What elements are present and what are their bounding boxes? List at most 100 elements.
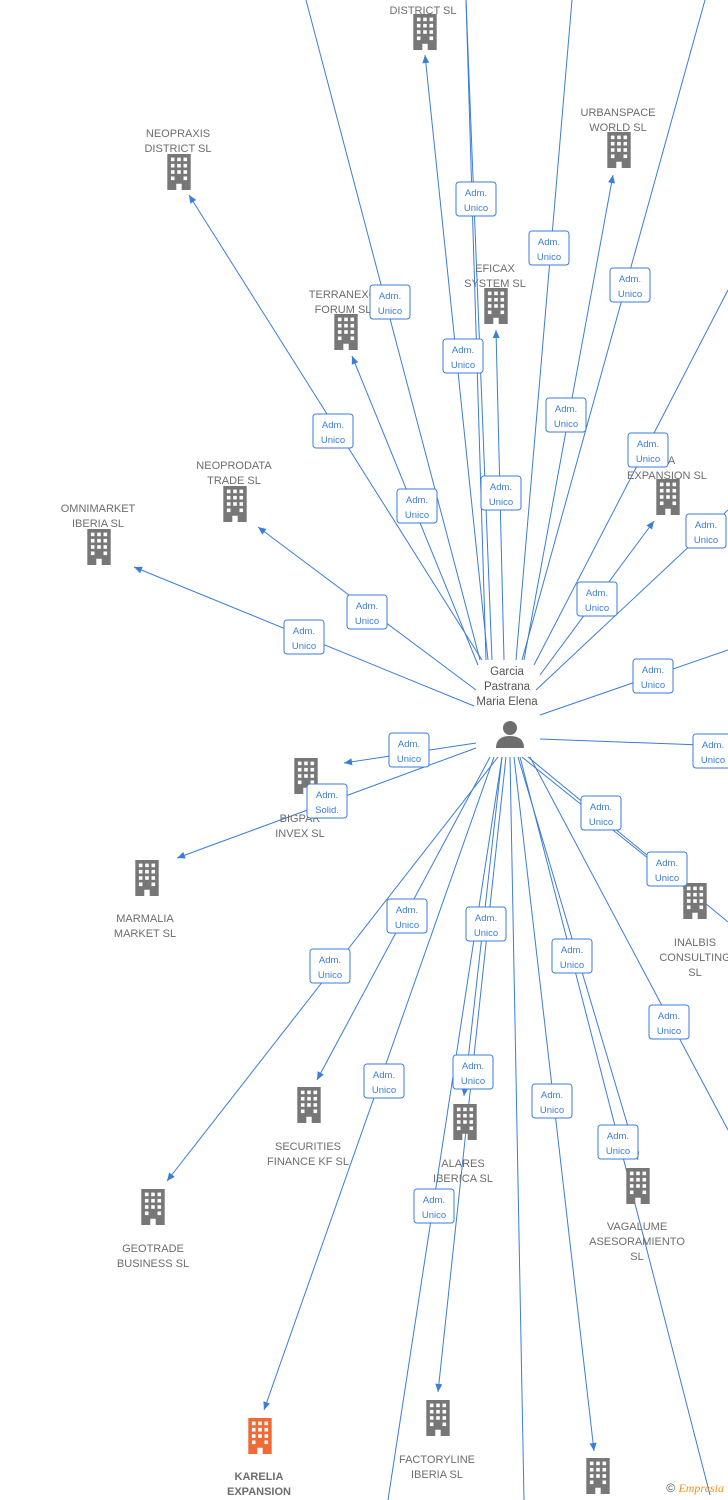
role-badge-frame: [306, 783, 348, 819]
role-badge-text: Unico: [589, 817, 613, 828]
edge-arrowhead: [317, 1071, 324, 1080]
role-badge[interactable]: Adm.Unico: [646, 851, 688, 887]
role-badge-text: Adm.: [316, 790, 338, 801]
node-label-line: KARELIA: [235, 1471, 284, 1483]
role-badge[interactable]: Adm.Unico: [609, 267, 651, 303]
role-badge-text: Unico: [474, 928, 498, 939]
node-label-line: FACTORYLINE: [399, 1454, 475, 1466]
role-badge[interactable]: Adm.Unico: [551, 938, 593, 974]
role-badge[interactable]: Adm.Unico: [309, 948, 351, 984]
role-badge-frame: [455, 181, 497, 217]
role-badge-text: Adm.: [462, 1061, 484, 1072]
role-badge[interactable]: Adm.Unico: [545, 397, 587, 433]
role-badge-text: Solid.: [315, 805, 339, 816]
role-badge[interactable]: Adm.Unico: [597, 1124, 639, 1160]
role-badge[interactable]: Adm.Unico: [346, 594, 388, 630]
building-icon[interactable]: [141, 1189, 165, 1225]
edge-line: [387, 756, 503, 1500]
role-badge-text: Adm.: [541, 1090, 563, 1101]
role-badge[interactable]: Adm. Unico: [580, 795, 622, 831]
node-label-line: DISTRICT SL: [144, 143, 211, 155]
edge-line: [529, 756, 728, 1131]
role-badge[interactable]: Adm. Solid.: [306, 783, 348, 819]
edge-line: [521, 0, 706, 661]
building-icon[interactable]: [426, 1400, 450, 1436]
node-label-line: SL: [688, 967, 701, 979]
edge-arrowhead: [608, 175, 615, 184]
role-badge[interactable]: Adm. Unico: [531, 1083, 573, 1119]
node-label-line: Maria Elena: [476, 696, 538, 708]
role-badge[interactable]: Adm.Unico: [455, 181, 497, 217]
building-icon[interactable]: [87, 529, 111, 565]
role-badge-text: Unico: [560, 960, 584, 971]
edge-arrowhead: [351, 356, 359, 365]
role-badge[interactable]: Adm.Unico: [388, 732, 430, 768]
role-badge-frame: [545, 397, 587, 433]
role-badge[interactable]: Adm.Unico: [283, 619, 325, 655]
role-badge-text: Unico: [636, 454, 660, 465]
role-badge-text: Adm.: [398, 739, 420, 750]
role-badge[interactable]: Adm.Unico: [442, 338, 484, 374]
role-badge[interactable]: Adm.Unico: [528, 230, 570, 266]
role-badge-text: Unico: [701, 755, 725, 766]
role-badge-text: Unico: [378, 306, 402, 317]
building-icon[interactable]: [607, 132, 631, 168]
building-icon[interactable]: [248, 1418, 272, 1454]
role-badge-text: Adm.: [319, 955, 341, 966]
copyright-notice: © Empresia: [666, 1481, 724, 1496]
building-icon[interactable]: [453, 1104, 477, 1140]
person-icon[interactable]: [496, 721, 524, 748]
role-badge[interactable]: Adm.Unico: [413, 1188, 455, 1224]
role-badge[interactable]: Adm.Unico: [648, 1004, 690, 1040]
building-icon[interactable]: [586, 1458, 610, 1494]
edge-arrowhead: [646, 521, 654, 530]
node-label-line: EFICAX: [475, 263, 515, 275]
building-icon[interactable]: [683, 883, 707, 919]
role-badge[interactable]: Adm.Unico: [576, 581, 618, 617]
role-badge[interactable]: Adm.Unico: [452, 1054, 494, 1090]
role-badge[interactable]: Adm.Unico: [480, 475, 522, 511]
building-icon[interactable]: [135, 860, 159, 896]
role-badge[interactable]: Adm.Unico: [465, 906, 507, 942]
role-badge[interactable]: Adm.Unico: [627, 432, 669, 468]
building-icon[interactable]: [484, 288, 508, 324]
role-badge-text: Unico: [395, 920, 419, 931]
role-badge[interactable]: Adm. Unico: [396, 488, 438, 524]
role-badge-text: Adm.: [293, 626, 315, 637]
building-icon[interactable]: [413, 14, 437, 50]
building-icon[interactable]: [656, 479, 680, 515]
role-badge[interactable]: Adm.Unico: [369, 284, 411, 320]
building-icon[interactable]: [167, 154, 191, 190]
role-badge[interactable]: Adm.Unico: [685, 513, 727, 549]
node-label-line: EXPANSION SL: [627, 470, 707, 482]
role-badge-frame: [386, 898, 428, 934]
role-badge-frame: [388, 732, 430, 768]
building-icon[interactable]: [297, 1087, 321, 1123]
building-icon[interactable]: [626, 1168, 650, 1204]
role-badge[interactable]: Adm.Unico: [692, 733, 728, 769]
node-label-line: SECURITIES: [275, 1141, 341, 1153]
role-badge-text: Adm.: [590, 802, 612, 813]
building-icon[interactable]: [334, 314, 358, 350]
role-badge-text: Adm.: [406, 495, 428, 506]
role-badge[interactable]: Adm.Unico: [632, 658, 674, 694]
edge-arrowhead: [258, 527, 267, 535]
role-badge-text: Unico: [372, 1085, 396, 1096]
role-badge[interactable]: Adm. Unico: [363, 1063, 405, 1099]
role-badge-text: Unico: [585, 603, 609, 614]
role-badge-text: Adm.: [373, 1070, 395, 1081]
copyright-symbol: ©: [666, 1481, 676, 1495]
edge-arrowhead: [435, 1383, 443, 1392]
role-badge-text: Unico: [405, 510, 429, 521]
role-badge-frame: [480, 475, 522, 511]
role-badge-frame: [531, 1083, 573, 1119]
node-label-line: INALBIS: [674, 937, 716, 949]
role-badge-text: Unico: [540, 1105, 564, 1116]
role-badge-text: Adm.: [423, 1195, 445, 1206]
role-badge-text: Adm.: [356, 601, 378, 612]
role-badge-frame: [465, 906, 507, 942]
role-badge[interactable]: Adm.Unico: [386, 898, 428, 934]
role-badge[interactable]: Adm.Unico: [312, 413, 354, 449]
building-icon[interactable]: [223, 486, 247, 522]
